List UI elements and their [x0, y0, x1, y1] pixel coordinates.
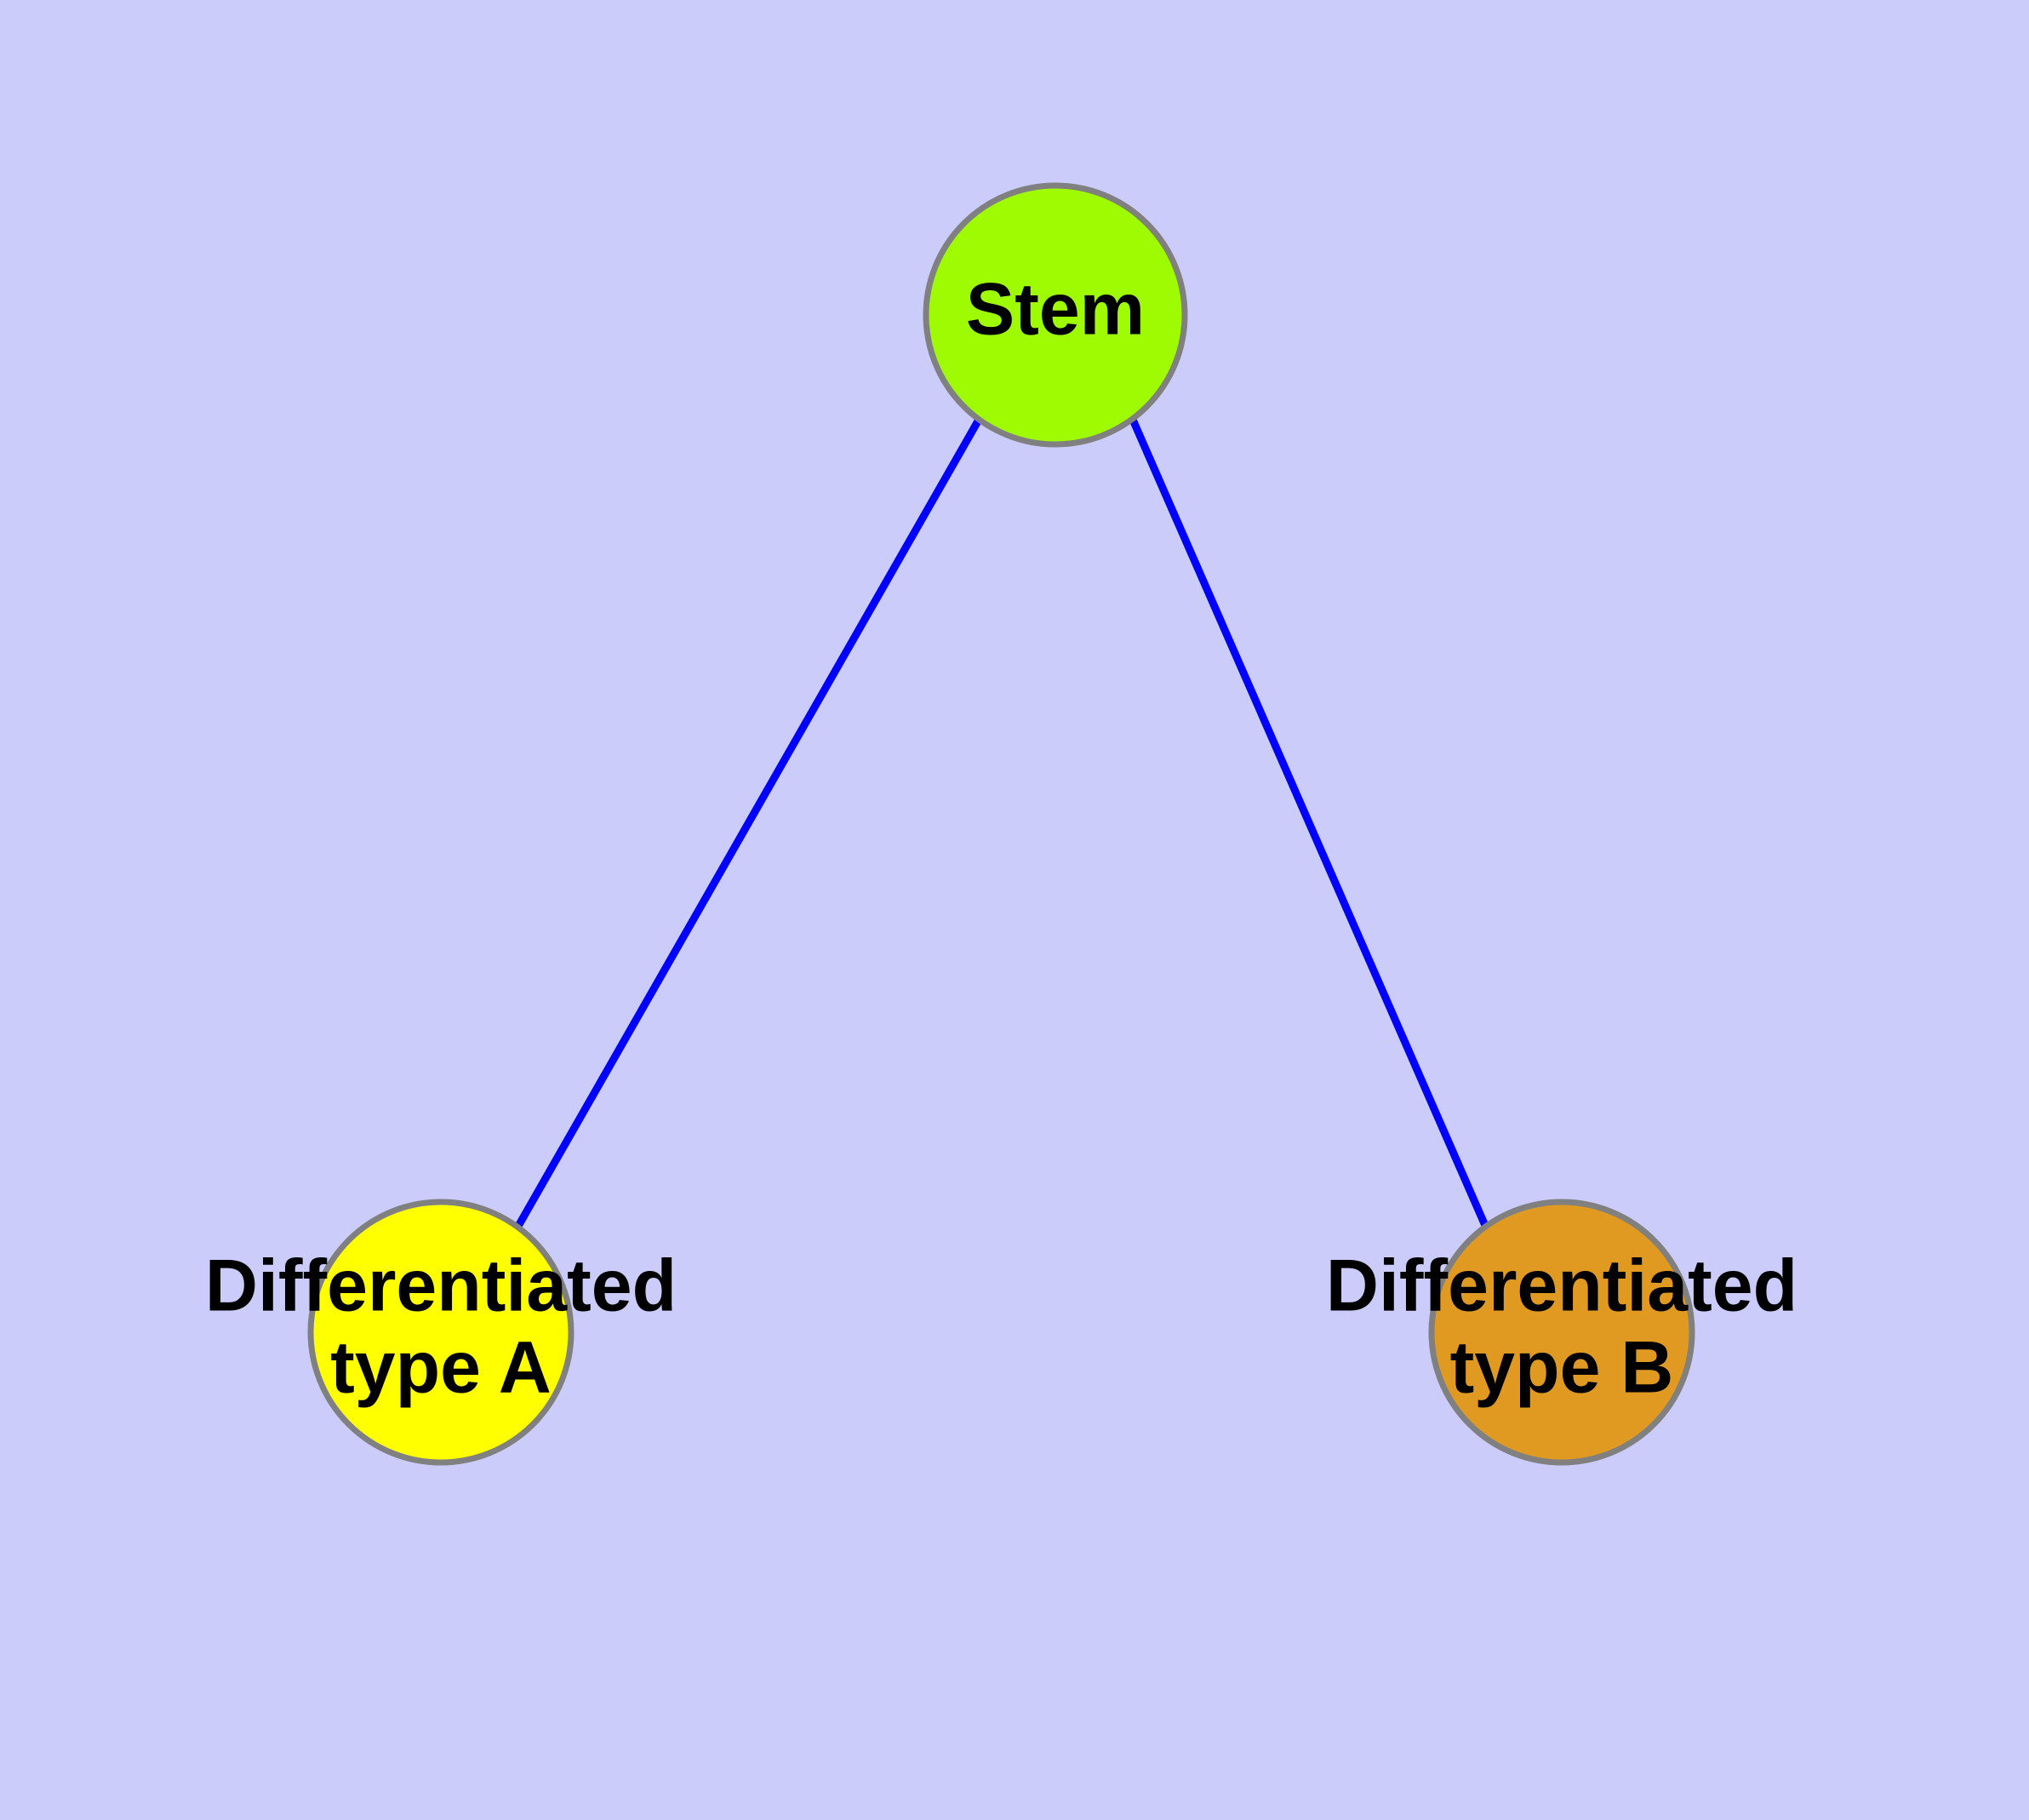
differentiated-type-a-node-label-line-2: type A	[330, 1327, 552, 1409]
differentiated-type-b-node-circle[interactable]	[1428, 1199, 1695, 1466]
edges-layer	[514, 417, 1490, 1230]
stem-node-label-line-1: Stem	[966, 269, 1145, 351]
differentiated-type-a-node-circle[interactable]	[307, 1199, 574, 1466]
stem-node[interactable]: Stem	[923, 182, 1188, 448]
differentiated-type-b-node-label-line-2: type B	[1450, 1327, 1674, 1409]
differentiated-type-a-node-label-line-1: Differentiated	[205, 1245, 677, 1327]
edge-stem-to-differentiated-type-b[interactable]	[1129, 418, 1490, 1229]
differentiated-type-b-node-label-line-1: Differentiated	[1326, 1245, 1798, 1327]
edge-stem-to-differentiated-type-a[interactable]	[514, 417, 982, 1230]
stem-node-circle[interactable]	[923, 182, 1188, 448]
